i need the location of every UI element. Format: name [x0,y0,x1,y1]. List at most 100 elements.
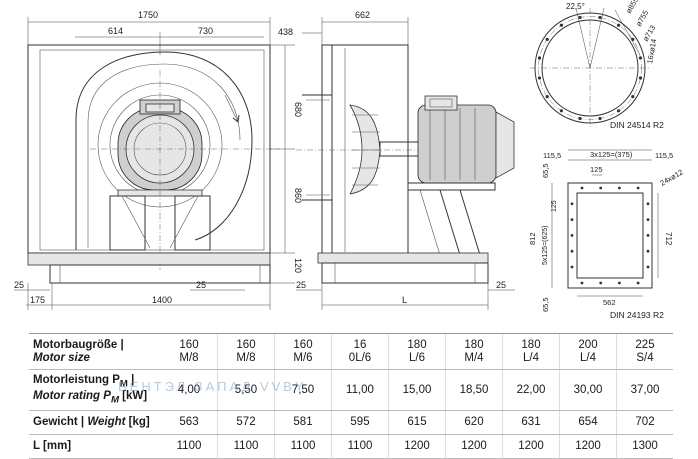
sq-right-margin: 115,5 [655,151,673,160]
sq-vertical-pitch: 5x125=(625) [542,225,549,265]
bolt-hole [638,76,643,80]
bolt-hole [646,202,650,206]
bolt-hole [570,218,574,222]
bolt-hole [618,186,621,190]
bolt-hole [638,56,643,60]
dim-side-left: 25 [296,280,306,290]
cell: 620 [445,410,503,435]
cell: 572 [217,410,275,435]
bolt-hole [646,265,650,269]
dim-614: 614 [108,26,123,36]
round-holes: 16xø14 [645,38,658,64]
cell: 631 [502,410,560,435]
bolt-hole [617,109,621,113]
bolt-hole [598,15,602,20]
cell: 37,00 [616,369,673,411]
sq-hole-spec: 24xø12 [659,167,685,187]
dim-base-left: 25 [14,280,24,290]
cell: 7,50 [274,369,332,411]
dim-175: 175 [30,295,45,305]
bolt-hole [578,116,582,121]
cell: 15,00 [388,369,446,411]
cell: 1200 [559,434,617,459]
sq-hole-pitch: 125 [590,165,603,174]
dim-L: L [402,295,407,305]
round-flange: 22,5° ø855 ø755 ø713 16xø14 DIN 24514 R2 [530,0,664,130]
table-row-motor-rating: Motorleistung PM |Motor rating PM [kW] 4… [29,369,673,411]
bolt-hole [599,186,603,190]
cell: 1100 [217,434,275,459]
dim-860: 860 [293,188,303,203]
sq-height-inner: 712 [664,232,673,246]
sq-pitch-top: 3x125=(375) [590,150,633,159]
bolt-hole [559,109,564,113]
cell: 1100 [331,434,389,459]
dim-120: 120 [293,258,303,273]
cell: 563 [161,410,218,435]
cell: 1200 [445,434,503,459]
bolt-hole [570,265,574,269]
square-flange: 115,5 3x125=(375) 115,5 65,5 125 24xø12 … [528,149,685,320]
bolt-hole [570,202,574,206]
cell: 1300 [616,434,673,459]
cell: 595 [331,410,389,435]
bolt-hole [636,281,640,285]
dim-662: 662 [355,10,370,20]
cell: 581 [274,410,332,435]
cell: 22,00 [502,369,560,411]
dim-side-right: 25 [496,280,506,290]
round-angle: 22,5° [566,2,585,11]
sq-width-inner: 562 [603,298,616,307]
bolt-hole [537,76,542,80]
bolt-hole [646,249,650,253]
bolt-hole [646,218,650,222]
cell: 1100 [274,434,332,459]
sq-top-offset: 65,5 [541,163,550,178]
bolt-hole [545,95,549,99]
dim-730: 730 [198,26,213,36]
cell: 30,00 [559,369,617,411]
cell: 5,50 [217,369,275,411]
side-view: 438 662 [278,10,515,310]
bolt-hole [537,56,542,60]
cell: 702 [616,410,673,435]
bolt-hole [570,249,574,253]
bolt-hole [631,95,635,99]
round-d1: ø855 [624,0,640,15]
dim-1400: 1400 [152,295,172,305]
bolt-hole [570,234,574,237]
cell: 1200 [388,434,446,459]
table-row-length: L [mm] 1100 1100 1100 1100 1200 1200 120… [29,434,673,459]
watermark: ВЕНТЭЛ ЗАПАД VVBY [118,379,307,394]
bolt-hole [617,23,621,27]
sq-bottom-offset: 65,5 [541,297,550,312]
bolt-hole [578,15,582,20]
dim-680: 680 [293,102,303,117]
sq-height-outer: 812 [528,232,537,245]
cell: 18,50 [445,369,503,411]
cell: 1100 [161,434,218,459]
bolt-hole [598,116,602,121]
round-standard: DIN 24514 R2 [610,120,664,130]
bolt-hole [646,234,650,237]
cell: 654 [559,410,617,435]
dim-base-right: 25 [196,280,206,290]
dim-438: 438 [278,27,293,37]
sq-left-margin: 115,5 [543,151,561,160]
dim-1750: 1750 [138,10,158,20]
label-motor-size: Motorbaugröße |Motor size [29,333,161,370]
technical-drawing: 1750 614 730 [14,0,685,320]
bolt-hole [580,281,584,285]
bolt-hole [545,37,549,42]
